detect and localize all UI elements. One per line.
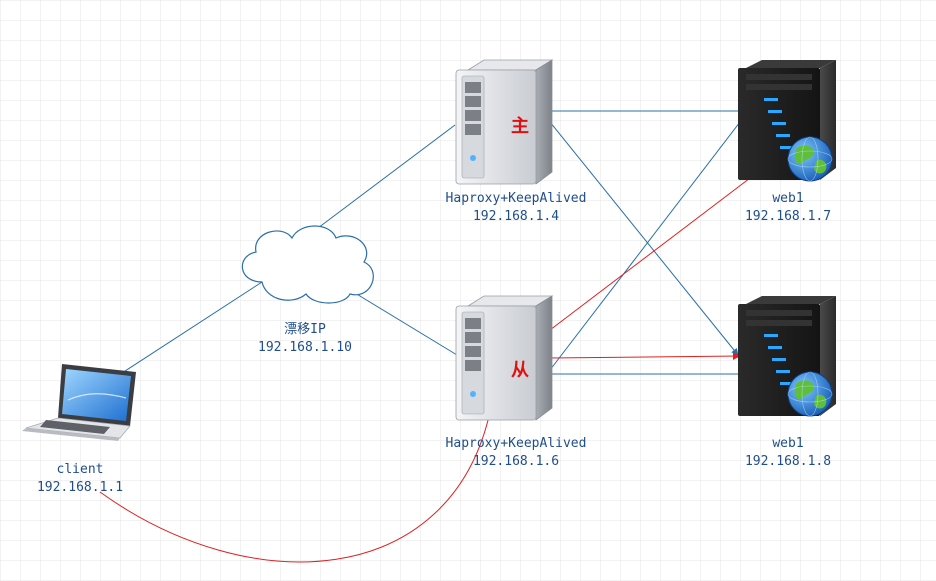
slave-proxy-node[interactable]: 从 Haproxy+KeepAlived 192.168.1.6	[446, 295, 587, 469]
slave-name: Haproxy+KeepAlived	[446, 436, 587, 451]
link-cloud-master	[317, 124, 456, 229]
web-server-b-node[interactable]: web1 192.168.1.8	[738, 296, 836, 469]
master-name: Haproxy+KeepAlived	[446, 191, 587, 206]
web-b-name: web1	[772, 436, 803, 451]
slave-ip: 192.168.1.6	[473, 454, 559, 469]
globe-icon	[787, 136, 833, 182]
web-a-ip: 192.168.1.7	[745, 209, 831, 224]
traffic-flow	[99, 171, 759, 563]
globe-icon	[787, 371, 833, 417]
client-node[interactable]: client 192.168.1.1	[22, 364, 136, 495]
laptop-icon	[22, 364, 136, 441]
slave-role-badge: 从	[511, 360, 529, 381]
tower-server-icon	[455, 59, 553, 185]
client-ip: 192.168.1.1	[37, 480, 123, 495]
flow-slave-webb	[549, 352, 741, 361]
link-slave-weba	[549, 121, 741, 371]
flow-client-slave	[99, 411, 493, 563]
link-master-webb	[549, 121, 739, 356]
link-client-cloud	[101, 281, 263, 387]
flow-slave-weba	[549, 171, 759, 331]
web-a-name: web1	[772, 191, 803, 206]
link-cloud-slave	[354, 292, 458, 356]
client-name: client	[57, 462, 104, 477]
master-proxy-node[interactable]: 主 Haproxy+KeepAlived 192.168.1.4	[446, 59, 587, 224]
web-b-ip: 192.168.1.8	[745, 454, 831, 469]
vip-ip: 192.168.1.10	[258, 340, 352, 355]
tower-server-icon	[455, 295, 553, 421]
network-links	[101, 110, 741, 387]
vip-name: 漂移IP	[284, 321, 326, 337]
vip-node[interactable]: 漂移IP 192.168.1.10	[241, 225, 374, 355]
web-server-a-node[interactable]: web1 192.168.1.7	[738, 60, 836, 224]
cloud-icon	[241, 225, 374, 304]
master-ip: 192.168.1.4	[473, 209, 559, 224]
master-role-badge: 主	[511, 115, 529, 137]
